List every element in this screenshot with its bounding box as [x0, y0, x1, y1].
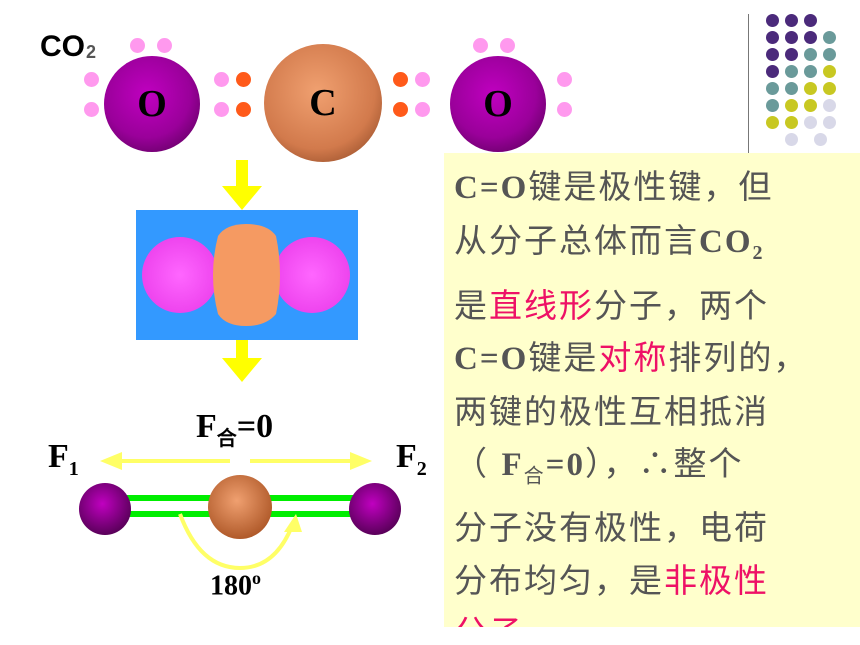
- explanation-line: C=O键是极性键，但: [454, 167, 774, 206]
- bond-electron-carbon: [393, 102, 408, 117]
- bond-electron-carbon: [393, 72, 408, 87]
- explanation-line: 分子: [454, 607, 860, 627]
- explanation-line: （ F合=0），∴整个: [454, 444, 744, 488]
- explanation-line: 两键的极性互相抵消: [454, 391, 769, 431]
- lone-pair-electron: [473, 38, 488, 53]
- explanation-textbox: C=O键是极性键，但 从分子总体而言CO2 是直线形分子，两个 C=O键是对称排…: [444, 153, 860, 627]
- bond-electron-oxygen: [415, 102, 430, 117]
- force-oxygen-right: [349, 483, 401, 535]
- explanation-line: 从分子总体而言CO2: [454, 220, 765, 265]
- rotation-arrow-icon: [178, 513, 302, 571]
- force-oxygen-left: [79, 483, 131, 535]
- bond-electron-oxygen: [415, 72, 430, 87]
- force-arrow-left-icon: [100, 452, 230, 470]
- molecule-formula: CO2: [40, 30, 97, 63]
- lone-pair-electron: [157, 38, 172, 53]
- force-f2-label: F2: [396, 438, 427, 480]
- lone-pair-electron: [557, 72, 572, 87]
- oxygen-atom-right: O: [450, 56, 546, 152]
- space-filling-carbon: [213, 224, 280, 326]
- space-filling-oxygen-right: [274, 237, 350, 313]
- bond-electron-carbon: [236, 102, 251, 117]
- force-arrow-right-icon: [250, 452, 372, 470]
- net-force-label: F合=0: [196, 408, 274, 450]
- lone-pair-electron: [557, 102, 572, 117]
- bond-electron-oxygen: [214, 102, 229, 117]
- explanation-line: 是直线形分子，两个: [454, 285, 769, 325]
- down-arrow-icon: [222, 160, 262, 210]
- force-diagram: [79, 452, 401, 571]
- explanation-line: 分布均匀，是非极性: [454, 560, 769, 600]
- lone-pair-electron: [500, 38, 515, 53]
- divider-line: [748, 14, 749, 156]
- explanation-line: 分子没有极性，电荷: [454, 508, 769, 548]
- bond-electron-carbon: [236, 72, 251, 87]
- carbon-atom: C: [264, 44, 382, 162]
- lone-pair-electron: [130, 38, 145, 53]
- explanation-line: C=O键是对称排列的，: [454, 338, 809, 378]
- decorative-dot-grid: [762, 12, 842, 146]
- model-graphics: [136, 160, 358, 382]
- down-arrow-icon: [222, 340, 262, 382]
- oxygen-atom-left: O: [104, 56, 200, 152]
- space-filling-oxygen-left: [142, 237, 218, 313]
- bond-electron-oxygen: [214, 72, 229, 87]
- lone-pair-electron: [84, 72, 99, 87]
- lone-pair-electron: [84, 102, 99, 117]
- force-f1-label: F1: [48, 438, 79, 480]
- force-carbon: [208, 475, 272, 539]
- bond-angle-label: 180o: [210, 568, 261, 602]
